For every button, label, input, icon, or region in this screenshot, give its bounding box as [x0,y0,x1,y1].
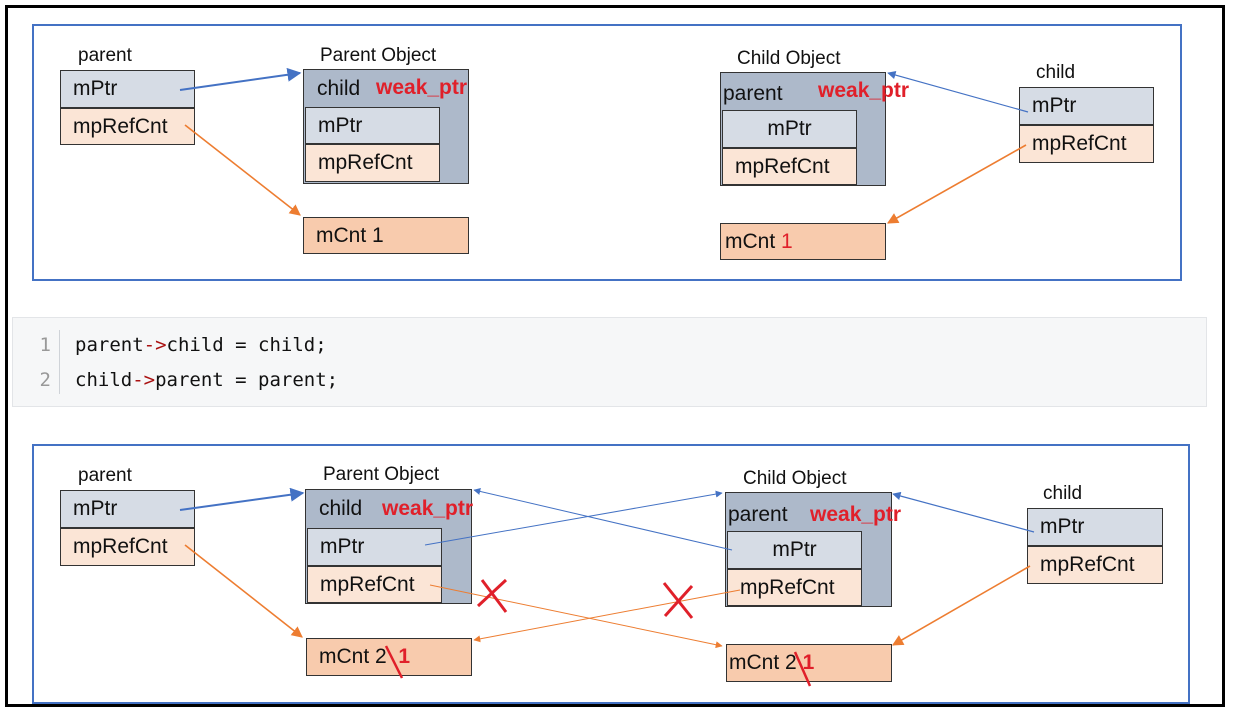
bottom-parent-object-mptr: mPtr [307,528,442,566]
code-rest: = child; [223,334,327,356]
top-child-mprefcnt: mpRefCnt [1019,125,1154,163]
bottom-parent-refcnt-arrow [184,544,303,638]
top-child-cnt-value: 1 [781,229,793,253]
top-parent-object-label: Parent Object [320,45,437,66]
code-lhs: child [75,369,133,391]
bottom-parent-cnt-label: mCnt [319,645,370,668]
top-parent-object-member: child [317,77,361,100]
top-parent-object-type: weak_ptr [376,76,468,99]
top-parent-object-mptr: mPtr [305,107,440,144]
parent-cnt-strike [384,645,404,679]
bottom-parent-object-label: Parent Object [323,464,440,485]
bottom-child-cnt-old: 2 [785,651,797,674]
child-object-to-parent-object-arrow [473,488,733,551]
top-parent-cnt-value: 1 [372,223,384,247]
top-parent-object-mprefcnt: mpRefCnt [305,144,440,182]
top-child-refcnt-arrow [887,144,1027,224]
code-line-number: 2 [39,369,51,391]
code-rest: = parent; [223,369,339,391]
child-object-refcnt-to-parent-cnt-arrow [473,589,741,643]
right-cross-mark [662,582,694,619]
code-member: child [166,334,224,356]
top-child-object-mptr: mPtr [722,110,857,148]
top-parent-label: parent [78,45,132,66]
top-child-object-member: parent [723,82,783,105]
bottom-parent-cnt-new: 1 [398,645,411,668]
top-child-cnt: mCnt 1 [720,223,886,260]
bottom-parent-cnt: mCnt 2 1 [306,638,472,676]
bottom-child-refcnt-arrow [892,565,1031,646]
bottom-child-label: child [1043,483,1083,504]
bottom-child-object-type: weak_ptr [810,503,902,526]
bottom-child-cnt-label: mCnt [729,651,780,674]
bottom-parent-mptr: mPtr [60,490,195,528]
top-child-ptr-arrow [887,70,1029,113]
bottom-parent-object-mprefcnt: mpRefCnt [307,566,442,603]
bottom-parent-cnt-old: 2 [375,645,387,668]
top-child-object-mprefcnt: mpRefCnt [722,148,857,185]
top-parent-cnt: mCnt 1 [303,217,469,254]
bottom-child-mptr: mPtr [1027,508,1163,546]
top-parent-refcnt-arrow [184,124,301,216]
code-line: parent->child = child; [75,334,327,356]
bottom-child-object-mprefcnt: mpRefCnt [727,569,862,606]
top-child-object-label: Child Object [737,48,841,69]
top-parent-cnt-label: mCnt [316,223,367,247]
top-child-mptr: mPtr [1019,87,1154,125]
top-panel [32,24,1182,281]
code-line: child->parent = parent; [75,369,338,391]
child-cnt-strike [793,651,812,687]
parent-object-refcnt-to-child-cnt-arrow [429,584,723,649]
bottom-child-object-member: parent [728,503,788,526]
bottom-parent-ptr-arrow [179,487,305,511]
top-parent-mprefcnt: mpRefCnt [60,108,195,145]
top-parent-ptr-arrow [179,67,302,91]
top-child-label: child [1036,62,1076,83]
bottom-child-cnt: mCnt 2 1 [726,644,892,682]
top-child-cnt-label: mCnt [725,229,776,253]
bottom-parent-object-member: child [319,497,363,520]
bottom-child-object-mptr: mPtr [727,531,862,569]
bottom-parent-object-type: weak_ptr [382,497,474,520]
code-member: parent [155,369,224,391]
left-cross-mark [476,578,508,613]
bottom-child-mprefcnt: mpRefCnt [1027,546,1163,584]
top-parent-mptr: mPtr [60,70,195,108]
bottom-panel [32,444,1190,704]
bottom-parent-mprefcnt: mpRefCnt [60,528,195,566]
code-block: 1 parent->child = child; 2 child->parent… [12,317,1207,407]
bottom-child-cnt-new: 1 [802,651,815,674]
bottom-parent-label: parent [78,465,132,486]
bottom-child-object-label: Child Object [743,468,847,489]
parent-object-to-child-object-arrow [424,490,723,546]
code-operator: -> [132,369,156,391]
top-child-object-type: weak_ptr [818,79,910,102]
bottom-child-ptr-arrow [892,491,1035,533]
code-lhs: parent [75,334,144,356]
code-line-number: 1 [39,334,51,356]
code-operator: -> [143,334,167,356]
code-gutter [59,330,60,394]
